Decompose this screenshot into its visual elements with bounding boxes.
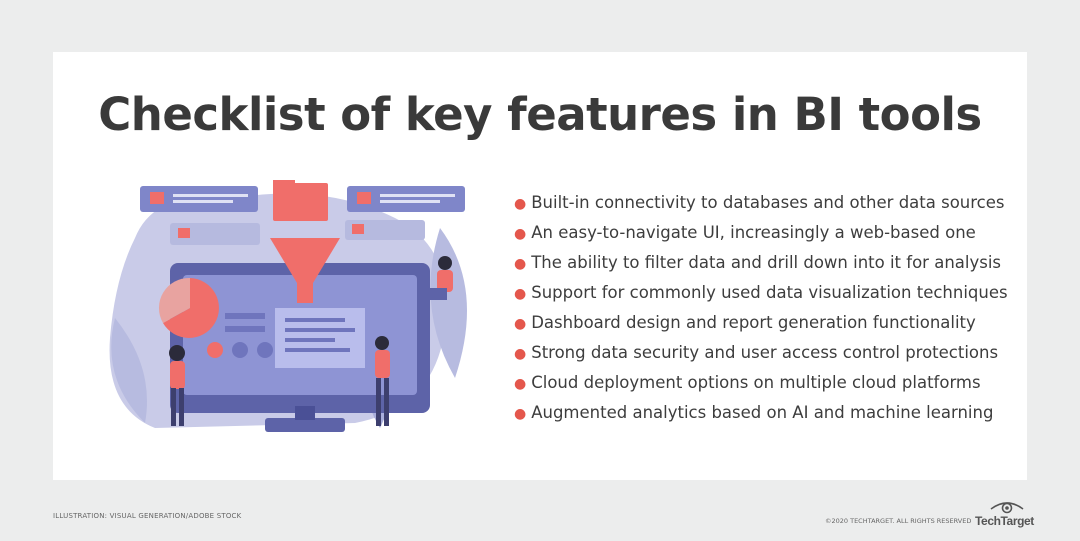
bullet-icon: ●: [514, 226, 527, 242]
list-item: ●Cloud deployment options on multiple cl…: [514, 373, 981, 392]
bullet-icon: ●: [514, 376, 527, 392]
list-item: ●Support for commonly used data visualiz…: [514, 283, 1008, 302]
bullet-icon: ●: [514, 196, 527, 212]
person-left: [169, 345, 185, 426]
monitor-base: [265, 418, 345, 432]
bullet-icon: ●: [514, 406, 527, 422]
list-item: ●The ability to filter data and drill do…: [514, 253, 1002, 272]
monitor-stand: [295, 406, 315, 420]
message-card-2: [347, 186, 465, 212]
page-title: Checklist of key features in BI tools: [98, 88, 982, 141]
folder: [273, 183, 328, 221]
list-item: ●Built-in connectivity to databases and …: [514, 193, 1005, 212]
bullet-icon: ●: [514, 286, 527, 302]
bullet-icon: ●: [514, 346, 527, 362]
feature-list: ●Built-in connectivity to databases and …: [514, 190, 1008, 430]
list-item: ●Augmented analytics based on AI and mac…: [514, 403, 994, 422]
copyright-notice: ©2020 TECHTARGET. ALL RIGHTS RESERVED: [825, 517, 972, 525]
bullet-icon: ●: [514, 316, 527, 332]
illustration-credit: ILLUSTRATION: VISUAL GENERATION/ADOBE ST…: [53, 512, 242, 520]
bi-tools-illustration: [109, 180, 467, 432]
techtarget-logo: TechTarget: [975, 500, 1034, 530]
list-item: ●An easy-to-navigate UI, increasingly a …: [514, 223, 976, 242]
list-item: ●Dashboard design and report generation …: [514, 313, 976, 332]
person-center: [375, 336, 390, 426]
message-card-1: [140, 186, 258, 212]
funnel: [270, 238, 340, 303]
person-right: [425, 256, 453, 300]
message-card-3: [170, 223, 260, 245]
bullet-icon: ●: [514, 256, 527, 272]
leaf-left: [111, 318, 147, 423]
pie-chart: [163, 278, 219, 338]
list-item: ●Strong data security and user access co…: [514, 343, 999, 362]
eye-icon: [990, 502, 1024, 514]
message-card-4: [345, 220, 425, 240]
logo-wordmark: TechTarget: [975, 514, 1034, 528]
